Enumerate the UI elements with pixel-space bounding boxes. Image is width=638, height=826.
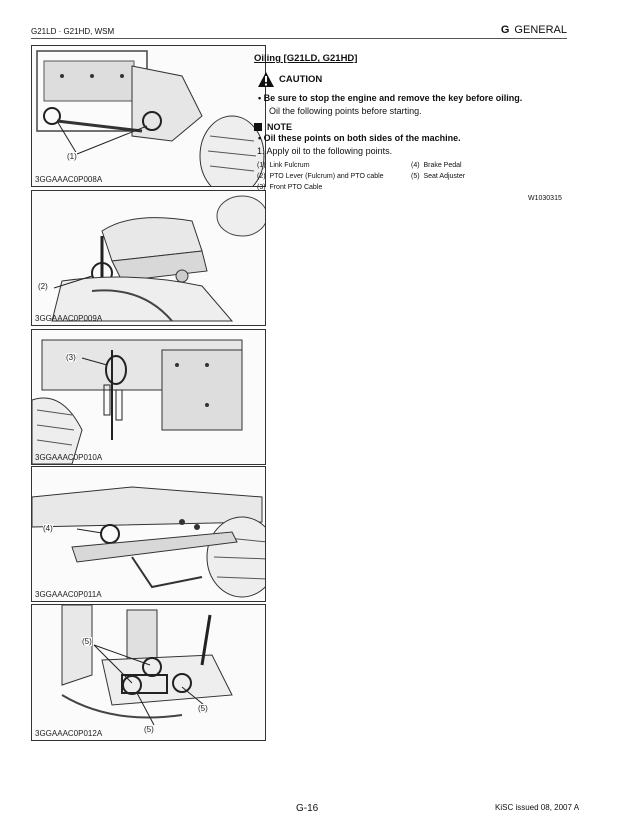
figure-illustration [32,486,265,598]
legend-text: Front PTO Cable [269,184,323,191]
warning-triangle-icon [258,72,274,87]
caution-block: CAUTION [258,72,322,87]
figure-code: 3GGAAAC0P008A [35,175,103,184]
callout-3: (3) [66,353,76,362]
section-heading: Oiling [G21LD, G21HD] [254,53,358,64]
legend-item-5: (5) Seat Adjuster [411,173,465,180]
legend-item-4: (4) Brake Pedal [411,162,462,169]
figure-code: 3GGAAAC0P010A [35,453,103,462]
section-letter: G [500,24,510,36]
callout-5b: (5) [198,704,208,713]
legend-num: (1) [257,162,266,169]
figure-illustration [36,50,265,186]
figure-brake-pedal: (4) 3GGAAAC0P011A [31,466,266,602]
figure-code: 3GGAAAC0P011A [35,590,102,599]
legend-item-2: (2) PTO Lever (Fulcrum) and PTO cable [257,173,384,180]
issue-info: KiSC issued 08, 2007 A [495,803,580,812]
caution-text: Oil the following points before starting… [269,106,422,116]
legend-text: PTO Lever (Fulcrum) and PTO cable [269,173,384,180]
header-section: G GENERAL [501,24,567,36]
callout-2: (2) [38,282,48,291]
figure-illustration [32,339,243,464]
legend-item-3: (3) Front PTO Cable [257,184,322,191]
step-1: 1. Apply oil to the following points. [257,146,393,156]
page-number: G-16 [296,803,319,814]
figure-front-pto-cable: (3) 3GGAAAC0P010A [31,329,266,465]
legend-num: (4) [411,162,420,169]
note-bullet-text: Oil these points on both sides of the ma… [263,133,461,143]
legend-item-1: (1) Link Fulcrum [257,162,310,169]
legend-text: Link Fulcrum [269,162,310,169]
legend-text: Seat Adjuster [423,173,466,180]
legend-num: (5) [411,173,420,180]
callout-5a: (5) [82,637,92,646]
callout-5c: (5) [144,725,154,734]
note-label: NOTE [267,122,293,132]
caution-label: CAUTION [279,74,323,85]
section-title: GENERAL [514,24,567,36]
callout-1: (1) [67,152,77,161]
figure-link-fulcrum: (1) 3GGAAAC0P008A [31,45,266,187]
figure-code: 3GGAAAC0P009A [35,314,103,323]
note-block: NOTE [254,122,292,132]
note-square-icon [254,123,262,131]
callout-4: (4) [43,524,53,533]
caution-bullet-text: Be sure to stop the engine and remove th… [263,93,523,103]
legend-text: Brake Pedal [423,162,462,169]
caution-bullet: • Be sure to stop the engine and remove … [258,93,523,103]
figure-illustration [61,605,233,726]
note-bullet: • Oil these points on both sides of the … [258,133,461,143]
legend-num: (3) [257,184,266,191]
figure-code: 3GGAAAC0P012A [35,729,103,738]
header-rule [31,38,567,39]
figure-illustration [51,195,265,322]
header-model: G21LD · G21HD, WSM [31,27,115,36]
document-code: W1030315 [528,195,562,202]
figure-pto-lever: (2) 3GGAAAC0P009A [31,190,266,326]
figure-seat-adjuster: (5) (5) (5) 3GGAAAC0P012A [31,604,266,741]
legend-num: (2) [257,173,266,180]
